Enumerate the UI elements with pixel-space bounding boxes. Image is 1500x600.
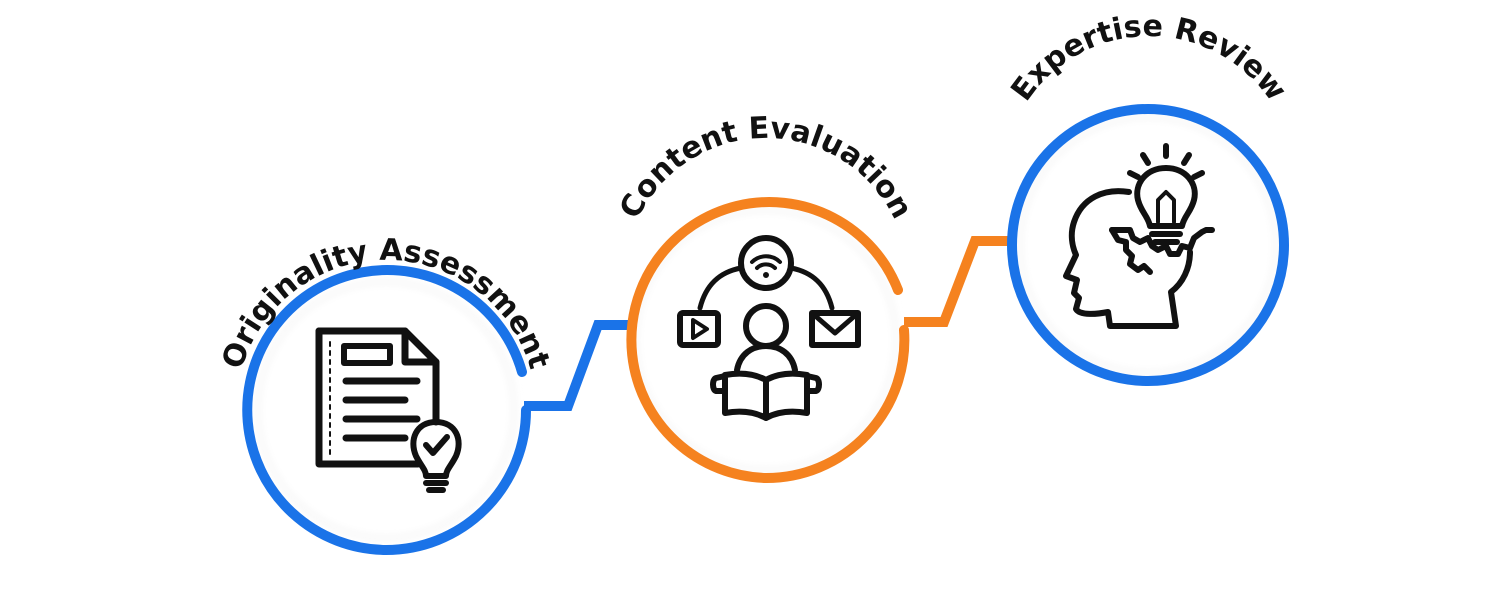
connector-1-2: [524, 320, 630, 411]
step1-ring: [242, 265, 531, 556]
step2-label: Content Evaluation: [613, 111, 919, 225]
document-check-icon: [315, 327, 462, 493]
step3-ring: [1007, 104, 1289, 386]
step3-backdrop: [1019, 116, 1277, 374]
connector-2-3: [904, 236, 1012, 327]
step1-backdrop: [257, 281, 515, 539]
reader-media-icon: [677, 235, 861, 421]
step3-label: Expertise Review: [1004, 9, 1293, 108]
step2-ring: [626, 197, 910, 484]
head-lightbulb-gear-icon: [1063, 143, 1215, 329]
